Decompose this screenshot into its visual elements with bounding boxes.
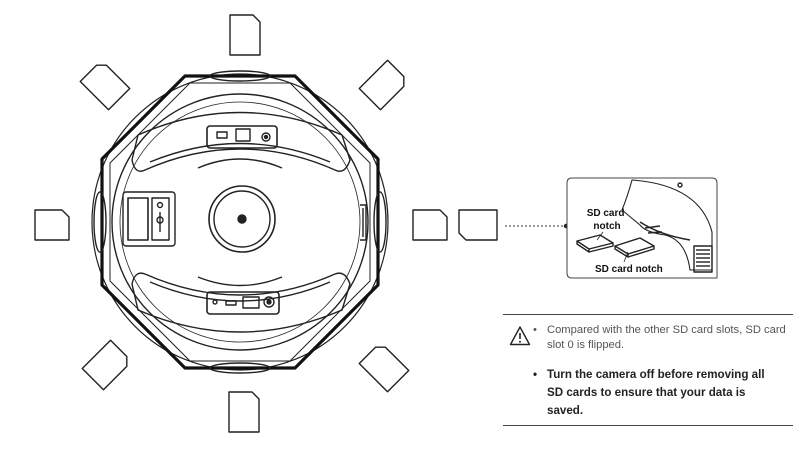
sd-card-flipped-icon (458, 209, 498, 241)
grille-icon (693, 245, 713, 273)
note-bullet-text-2: Turn the camera off before removing all … (547, 368, 765, 417)
sd-card-top-left-icon (79, 64, 131, 111)
sd-card-left-icon (34, 209, 70, 241)
camera-body (91, 70, 389, 374)
bottom-port-panel (131, 272, 351, 333)
bullet-dot: • (533, 368, 538, 381)
center-lens (208, 185, 276, 253)
sd-card-top-right-icon (358, 59, 405, 111)
sd-card-bottom-right-icon (358, 346, 410, 393)
sd-card-insert-left-icon (576, 234, 614, 253)
sd-card-bottom-icon (228, 391, 260, 433)
sd-card-bottom-left-icon (81, 339, 128, 391)
sd-card-notch-bottom-label: SD card notch (595, 264, 663, 275)
warning-triangle-icon (509, 326, 531, 346)
bullet-dot: • (533, 324, 537, 336)
sd-card-insert-right-icon (614, 237, 655, 258)
right-slot (360, 204, 367, 241)
sd-card-right-icon (412, 209, 448, 241)
note-bullet-turn-off: • Turn the camera off before removing al… (533, 366, 767, 420)
notch-label-line2: notch (593, 221, 620, 232)
sd-notch-callout (566, 177, 718, 279)
left-slot-panel (122, 191, 176, 247)
note-bullet-text-1: Compared with the other SD card slots, S… (547, 324, 786, 351)
bottom-divider (503, 425, 793, 426)
top-port-panel (131, 111, 351, 172)
note-panel: • Compared with the other SD card slots,… (503, 314, 793, 426)
note-bullet-flipped-slot: • Compared with the other SD card slots,… (533, 323, 792, 353)
sd-card-notch-label: SD card notch (587, 208, 628, 232)
top-divider (503, 314, 793, 315)
sd-card-top-icon (229, 14, 261, 56)
notch-label-line1: SD card (587, 208, 625, 219)
